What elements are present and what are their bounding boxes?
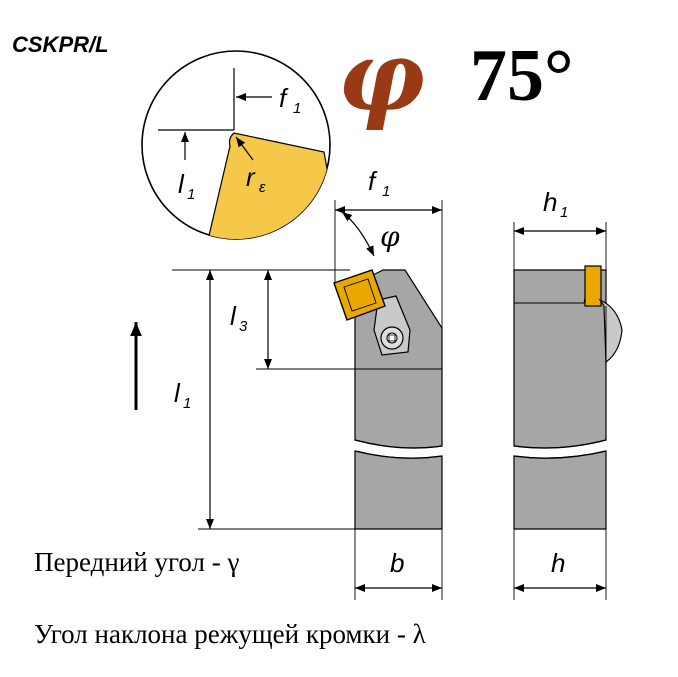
detail-circle: f 1 l 1 r ε: [141, 50, 331, 240]
dim-l1-label: l: [174, 378, 181, 408]
dim-h1-label: h: [543, 187, 557, 217]
detail-r-sub: ε: [259, 179, 266, 196]
dim-f1-label: f: [368, 166, 378, 196]
caption-rake-angle: Передний угол - γ: [34, 547, 239, 577]
dimension-labels: f 1 φ h 1 l 3 l 1 b h: [174, 166, 568, 578]
detail-r-label: r: [246, 162, 256, 192]
dimension-arrows: [130, 206, 606, 592]
detail-f-label: f: [279, 83, 289, 113]
caption-inclination-angle: Угол наклона режущей кромки - λ: [34, 619, 426, 649]
detail-f-sub: 1: [293, 100, 301, 117]
dim-l1-sub: 1: [183, 395, 191, 412]
insert-side: [584, 265, 602, 307]
insert-front: [333, 269, 386, 321]
tool-code: CSKPR/L: [12, 32, 109, 57]
angle-value: 75°: [470, 35, 574, 117]
phi-symbol: φ: [338, 20, 425, 133]
holder-front-view: [333, 269, 443, 530]
dim-b-label: b: [390, 548, 404, 578]
dim-l3-label: l: [230, 301, 237, 331]
dim-h1-sub: 1: [560, 204, 568, 221]
dim-h-label: h: [551, 548, 565, 578]
detail-l-label: l: [178, 169, 185, 199]
dim-l3-sub: 3: [239, 318, 248, 335]
dim-f1-sub: 1: [382, 183, 390, 200]
dim-phi-label: φ: [380, 220, 400, 253]
detail-l-sub: 1: [187, 186, 195, 203]
holder-side-view: [513, 265, 623, 530]
